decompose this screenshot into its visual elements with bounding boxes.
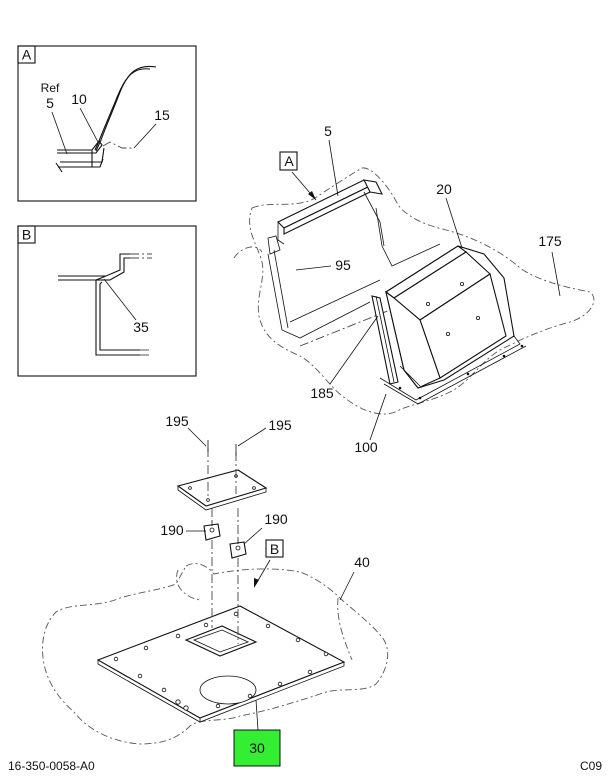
lower-phantom-floor <box>42 563 389 745</box>
drawing-number: 16-350-0058-A0 <box>8 759 95 773</box>
view-marker-b-box <box>265 539 284 558</box>
view-marker-a-box <box>279 151 298 171</box>
leader-20 <box>445 197 463 249</box>
detail-b-bracket-drawing <box>58 253 152 356</box>
leader-30 <box>255 699 259 731</box>
floor-plate-oval-cutout <box>199 675 257 705</box>
view-marker-a-arrowhead <box>308 191 316 200</box>
detail-a-tag <box>17 45 36 64</box>
floor-plate-holes <box>113 611 329 711</box>
seat-riser-assembly <box>233 167 595 415</box>
detail-b-letter: B <box>22 227 31 243</box>
floor-plate-assembly <box>42 440 389 745</box>
callout-190-right: 190 <box>264 511 288 527</box>
view-marker-b: B <box>270 541 279 557</box>
upper-phantom-floor <box>249 167 595 415</box>
detail-b-frame <box>17 225 197 377</box>
leader-190-right <box>243 527 263 545</box>
leader-35 <box>103 278 137 321</box>
leader-5-detail-a <box>51 111 68 155</box>
latch-190-right <box>229 538 247 559</box>
callout-5-detail-a: 5 <box>46 95 54 111</box>
leader-195-left <box>187 427 207 447</box>
callout-5: 5 <box>324 123 332 139</box>
detail-a-letter: A <box>22 47 32 63</box>
floor-plate-opening <box>184 625 258 657</box>
sheet-code: C09 <box>580 759 602 773</box>
leader-5 <box>328 139 339 197</box>
callout-35: 35 <box>133 319 149 335</box>
leader-185 <box>329 315 379 385</box>
leader-95 <box>295 265 332 271</box>
callout-195-left: 195 <box>165 413 189 429</box>
detail-a: A Ref 5 10 15 <box>17 45 197 202</box>
callout-190-left: 190 <box>160 522 184 538</box>
detail-a-frame <box>17 45 197 202</box>
highlight-30-label[interactable]: 30 <box>249 740 265 756</box>
callout-195-right: 195 <box>268 417 292 433</box>
callout-20: 20 <box>436 181 452 197</box>
detail-b-tag <box>17 225 36 244</box>
leader-10-detail-a <box>79 107 99 143</box>
leader-100 <box>369 393 387 441</box>
callout-40: 40 <box>354 554 370 570</box>
callout-175: 175 <box>538 233 562 249</box>
callout-185: 185 <box>310 385 334 401</box>
callout-95: 95 <box>335 257 351 273</box>
leader-15-detail-a <box>133 123 157 149</box>
latch-190-left <box>203 520 221 541</box>
detail-a-ref-label: Ref <box>41 81 60 95</box>
detail-a-bracket-drawing <box>55 65 157 173</box>
callout-100: 100 <box>354 439 378 455</box>
leader-40 <box>339 571 355 601</box>
callout-15-detail-a: 15 <box>154 107 170 123</box>
view-marker-a: A <box>284 153 294 169</box>
detail-b: B 35 <box>17 225 197 377</box>
callout-10-detail-a: 10 <box>71 91 87 107</box>
view-marker-b-arrowhead <box>254 578 259 588</box>
highlight-30-box[interactable] <box>233 729 281 767</box>
leader-175 <box>551 251 561 297</box>
leader-195-right <box>237 427 267 447</box>
